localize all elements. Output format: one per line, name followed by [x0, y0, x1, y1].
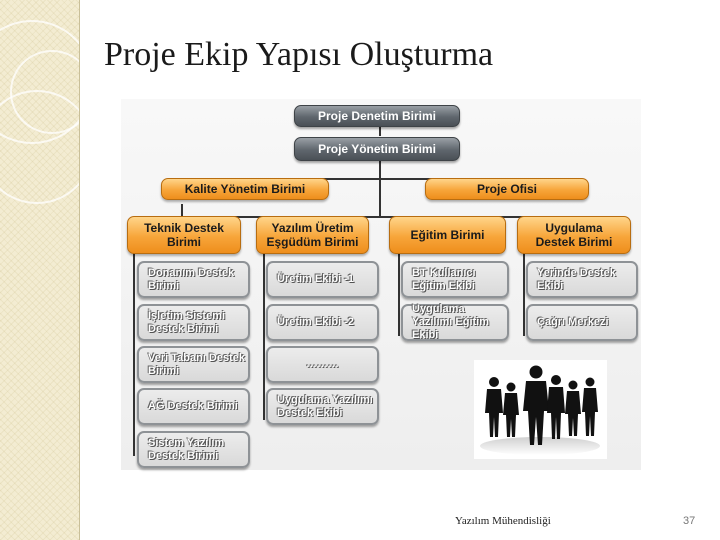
team-box: ………	[266, 346, 379, 383]
slide-title: Proje Ekip Yapısı Oluşturma	[104, 36, 494, 73]
connector-line	[181, 216, 576, 218]
org-chart: Proje Denetim Birimi Proje Yönetim Birim…	[121, 99, 641, 470]
team-box: AĞ Destek Birimi	[137, 388, 250, 425]
team-box: Veri Tabanı Destek Birimi	[137, 346, 250, 383]
connector-line	[523, 252, 525, 336]
egitim-birimi-box: Eğitim Birimi	[389, 216, 506, 254]
team-box: Yerinde Destek Ekibi	[526, 261, 638, 298]
team-box: Donanım Destek Birimi	[137, 261, 250, 298]
team-box: Sistem Yazılım Destek Birimi	[137, 431, 250, 468]
team-box: Uygulama Yazılımı Eğitim Ekibi	[401, 303, 509, 341]
people-silhouette-icon	[480, 365, 600, 455]
connector-line	[263, 252, 265, 420]
connector-line	[133, 252, 135, 456]
connector-line	[379, 126, 381, 136]
team-box: İşletim Sistemi Destek Birimi	[137, 304, 250, 341]
team-box: Üretim Ekibi -1	[266, 261, 379, 298]
connector-line	[398, 252, 400, 336]
page-number: 37	[683, 515, 696, 527]
business-people-illustration	[474, 360, 607, 459]
team-box: BT Kullanıcı Eğitim Ekibi	[401, 261, 509, 298]
team-box: Üretim Ekibi -2	[266, 304, 379, 341]
sidebar-divider	[79, 0, 80, 540]
kalite-yonetim-birimi-box: Kalite Yönetim Birimi	[161, 178, 329, 200]
connector-line	[181, 204, 183, 217]
footer-text: Yazılım Mühendisliği	[455, 515, 551, 527]
yazilim-uretim-esgudum-birimi-box: Yazılım Üretim Eşgüdüm Birimi	[256, 216, 369, 254]
proje-yonetim-birimi-box: Proje Yönetim Birimi	[294, 137, 460, 161]
proje-ofisi-box: Proje Ofisi	[425, 178, 589, 200]
team-box: Uygulama Yazılımı Destek Ekibi	[266, 388, 379, 425]
connector-line	[216, 178, 543, 180]
team-box: Çağrı Merkezi	[526, 304, 638, 341]
proje-denetim-birimi-box: Proje Denetim Birimi	[294, 105, 460, 127]
connector-line	[379, 160, 381, 217]
decorative-sidebar	[0, 0, 79, 540]
teknik-destek-birimi-box: Teknik Destek Birimi	[127, 216, 241, 254]
uygulama-destek-birimi-box: Uygulama Destek Birimi	[517, 216, 631, 254]
